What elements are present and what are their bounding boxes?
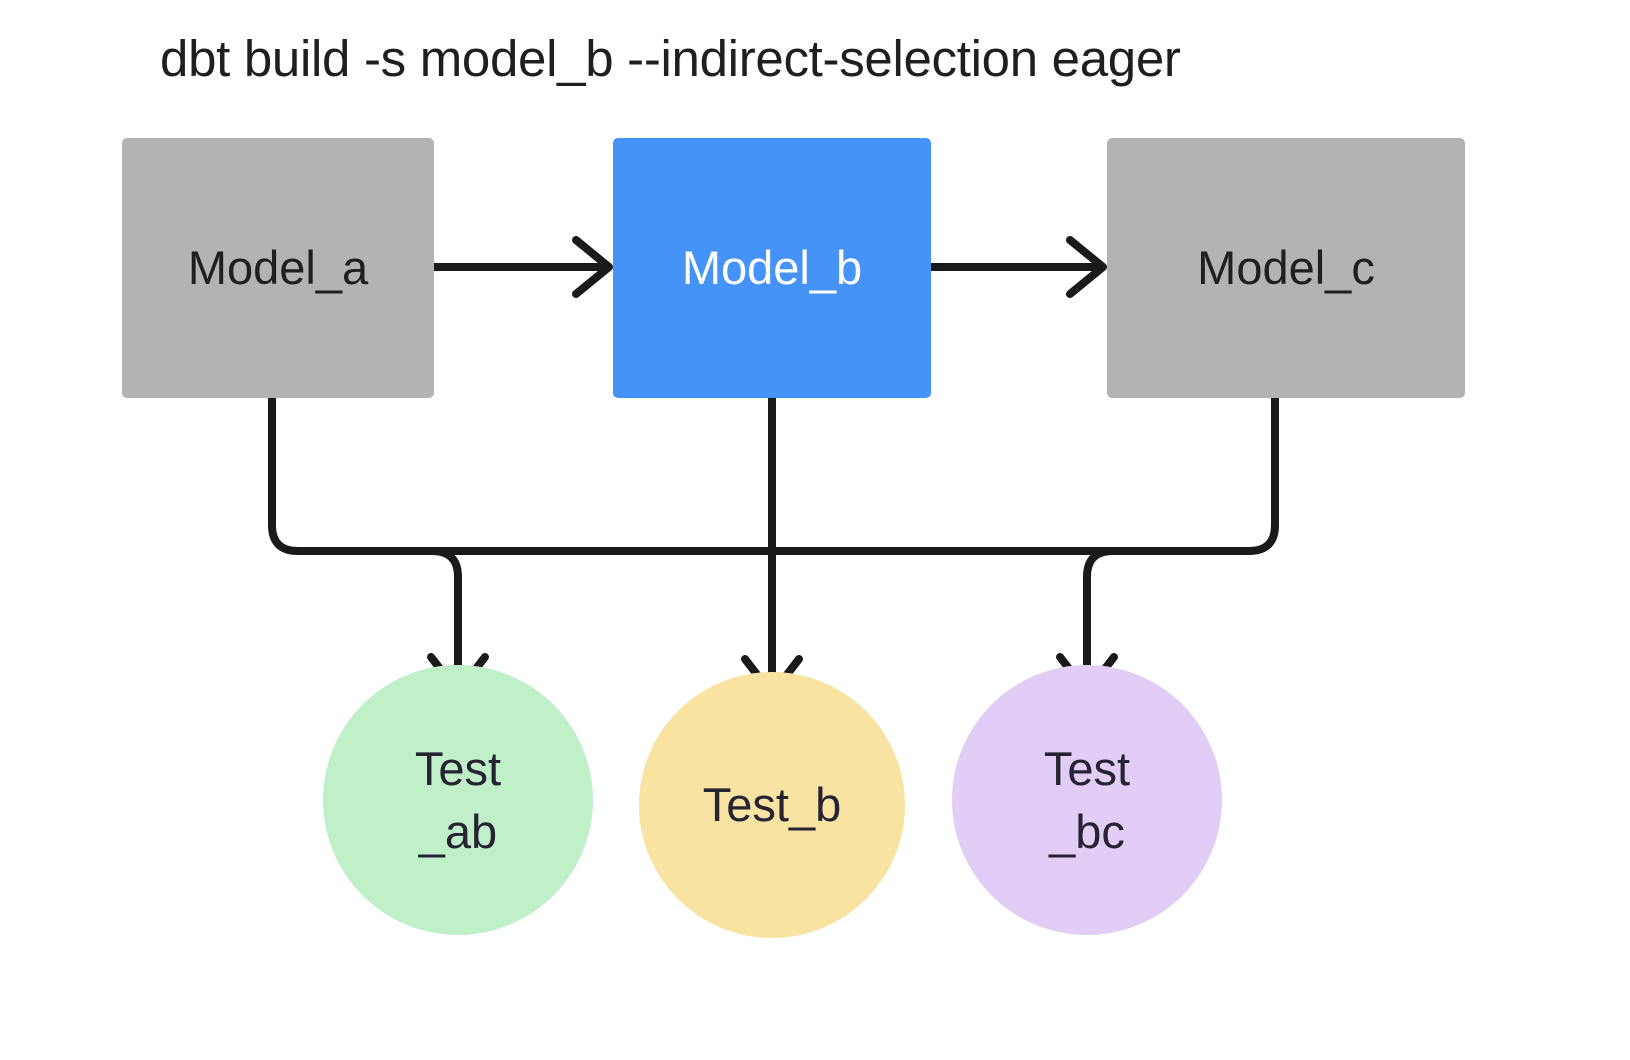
node-test-bc-label-line1: Test xyxy=(1043,741,1131,795)
node-test-bc-label-line2: _bc xyxy=(1049,805,1125,858)
node-test-b-label-line1: Test_b xyxy=(702,778,842,832)
edge-drop-test-ab xyxy=(428,547,462,694)
edge-bus-left xyxy=(268,394,1253,555)
node-test-b[interactable]: Test_b xyxy=(639,672,905,938)
edge-bus-right xyxy=(294,394,1279,555)
node-model-b-label: Model_b xyxy=(681,241,863,295)
node-model-b[interactable]: Model_b xyxy=(613,138,931,398)
node-model-a-label: Model_a xyxy=(187,241,369,295)
node-test-ab-label-line1: Test xyxy=(414,741,502,795)
node-model-c-label: Model_c xyxy=(1197,241,1375,295)
node-test-bc[interactable]: Test _bc xyxy=(952,665,1222,935)
arrowhead-model-b-in xyxy=(572,236,613,298)
diagram-title: dbt build -s model_b --indirect-selectio… xyxy=(160,30,1181,87)
arrowhead-model-c-in xyxy=(1066,236,1107,298)
edge-drop-test-bc xyxy=(1083,547,1117,694)
node-model-a[interactable]: Model_a xyxy=(122,138,434,398)
node-model-c[interactable]: Model_c xyxy=(1107,138,1465,398)
node-test-ab-label-line2: _ab xyxy=(418,805,498,858)
node-test-ab[interactable]: Test _ab xyxy=(323,665,593,935)
